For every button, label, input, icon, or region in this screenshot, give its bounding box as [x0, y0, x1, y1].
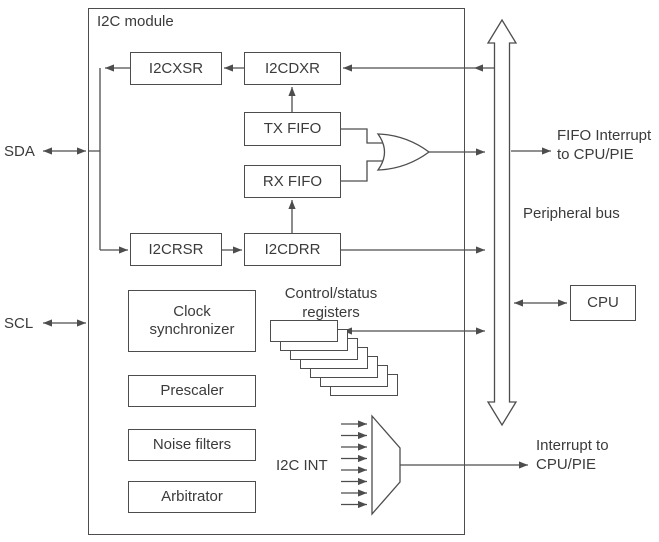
interrupt-to-cpu-label-line1: Interrupt to: [536, 437, 609, 454]
fifo-interrupt-label-line1: FIFO Interrupt: [557, 127, 652, 144]
i2c-int-label: I2C INT: [276, 457, 328, 474]
control-status-registers-label-line2: registers: [302, 304, 360, 321]
sda-pin-label: SDA: [4, 143, 35, 160]
block-noise-filters: Noise filters: [128, 429, 256, 461]
block-prescaler-label: Prescaler: [160, 382, 224, 399]
block-clock-synchronizer: Clock synchronizer: [128, 290, 256, 352]
or-gate: [376, 133, 431, 171]
connectors: [43, 64, 567, 469]
interrupt-to-cpu-label-line2: CPU/PIE: [536, 456, 597, 473]
block-i2cdrr-label: I2CDRR: [264, 240, 321, 258]
block-rx-fifo-label: RX FIFO: [262, 172, 323, 190]
register-stack: [270, 320, 400, 398]
register-card: [270, 320, 338, 342]
block-cpu-label: CPU: [587, 294, 619, 311]
i2c-module-boundary: I2C module: [88, 8, 465, 535]
block-i2cdxr-label: I2CDXR: [264, 59, 320, 77]
block-arbitrator-label: Arbitrator: [161, 488, 223, 505]
fifo-interrupt-label: FIFO Interrupt to CPU/PIE: [557, 126, 651, 164]
control-status-registers-label: Control/status registers: [276, 284, 386, 322]
mux-input-arrows: [341, 420, 367, 509]
block-i2cxsr: I2CXSR: [130, 52, 222, 85]
block-tx-fifo: TX FIFO: [244, 112, 341, 146]
block-rx-fifo: RX FIFO: [244, 165, 341, 198]
block-i2cdrr: I2CDRR: [244, 233, 341, 266]
block-clock-synchronizer-label: Clock synchronizer: [149, 303, 235, 338]
interrupt-mux: [371, 414, 401, 516]
rx-fifo-to-or-line: [340, 160, 384, 182]
block-tx-fifo-label: TX FIFO: [263, 120, 322, 137]
control-status-registers-label-line1: Control/status: [284, 285, 378, 302]
block-prescaler: Prescaler: [128, 375, 256, 407]
peripheral-bus-label: Peripheral bus: [523, 205, 620, 222]
block-cpu: CPU: [570, 285, 636, 321]
block-i2crsr: I2CRSR: [130, 233, 222, 266]
block-arbitrator: Arbitrator: [128, 481, 256, 513]
block-i2cxsr-label: I2CXSR: [148, 59, 204, 77]
peripheral-bus-arrow: [486, 18, 518, 427]
module-title: I2C module: [97, 13, 174, 30]
tx-fifo-to-or-line: [340, 128, 384, 144]
block-i2crsr-label: I2CRSR: [148, 240, 204, 258]
fifo-interrupt-label-line2: to CPU/PIE: [557, 146, 634, 163]
block-i2cdxr: I2CDXR: [244, 52, 341, 85]
block-noise-filters-label: Noise filters: [152, 436, 232, 453]
interrupt-to-cpu-label: Interrupt to CPU/PIE: [536, 436, 609, 474]
scl-pin-label: SCL: [4, 315, 34, 332]
sda-branch-line: [88, 68, 101, 250]
